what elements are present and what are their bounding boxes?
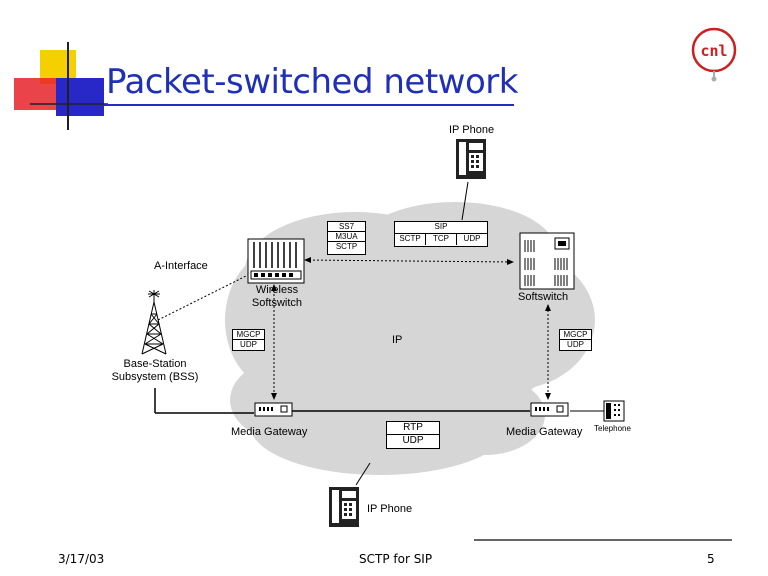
- bss-label: Base-Station Subsystem (BSS): [102, 358, 208, 384]
- footer-title: SCTP for SIP: [359, 552, 433, 566]
- wireless-softswitch-line1: Wireless: [255, 284, 299, 296]
- softswitch-icon: [519, 232, 575, 290]
- udp-left-layer: UDP: [240, 340, 257, 349]
- ip-phone-icon: [456, 139, 486, 179]
- udp-right-layer: UDP: [567, 340, 584, 349]
- footer-rule: [474, 539, 732, 541]
- sip-sctp-layer: SCTP: [395, 234, 426, 245]
- mgcp-right-stack: MGCP UDP: [559, 329, 592, 351]
- media-gateway-left-label: Media Gateway: [231, 426, 308, 438]
- telephone-label: Telephone: [594, 424, 631, 433]
- footer-page-number: 5: [707, 552, 715, 566]
- cnl-logo: cnl: [691, 27, 737, 82]
- ip-phone-top-label: IP Phone: [449, 124, 495, 136]
- media-gateway-right-icon: [530, 402, 569, 417]
- sip-layer: SIP: [395, 222, 487, 234]
- softswitch-label: Softswitch: [518, 291, 569, 303]
- sip-transport-row: SCTP TCP UDP: [395, 234, 487, 245]
- m3ua-layer: M3UA: [328, 232, 365, 242]
- title-underline: [104, 104, 514, 106]
- rtp-stack: RTP UDP: [386, 421, 440, 449]
- title-decoration: [14, 42, 108, 130]
- bss-line2: Subsystem (BSS): [111, 371, 199, 383]
- sip-udp-layer: UDP: [463, 234, 481, 243]
- wireless-softswitch-line2: Softswitch: [251, 297, 303, 309]
- cloud-label: IP: [392, 334, 403, 346]
- antenna-tower-icon: [141, 290, 167, 355]
- rtp-layer: RTP: [387, 422, 439, 435]
- telephone-icon: [603, 400, 625, 422]
- media-gateway-right-label: Media Gateway: [506, 426, 583, 438]
- ss7-stack: SS7 M3UA SCTP: [327, 221, 366, 255]
- sip-stack: SIP SCTP TCP UDP: [394, 221, 488, 247]
- mgcp-right-layer: MGCP: [560, 330, 591, 340]
- ip-phone-bottom-icon: [329, 487, 359, 527]
- rtp-udp-layer: UDP: [402, 435, 424, 446]
- ss7-layer: SS7: [328, 222, 365, 232]
- footer-date: 3/17/03: [58, 552, 105, 566]
- sip-tcp-layer: TCP: [426, 234, 457, 245]
- sctp-layer: SCTP: [335, 242, 358, 251]
- a-interface-label: A-Interface: [154, 260, 208, 272]
- slide-title: Packet-switched network: [106, 62, 518, 102]
- wireless-softswitch-label: Wireless Softswitch: [247, 284, 307, 310]
- ip-phone-bottom-label: IP Phone: [367, 503, 413, 515]
- media-gateway-left-icon: [254, 402, 293, 417]
- bss-line1: Base-Station: [123, 358, 187, 370]
- wireless-softswitch-icon: [247, 238, 305, 284]
- mgcp-left-stack: MGCP UDP: [232, 329, 265, 351]
- mgcp-left-layer: MGCP: [233, 330, 264, 340]
- logo-text: cnl: [700, 42, 727, 60]
